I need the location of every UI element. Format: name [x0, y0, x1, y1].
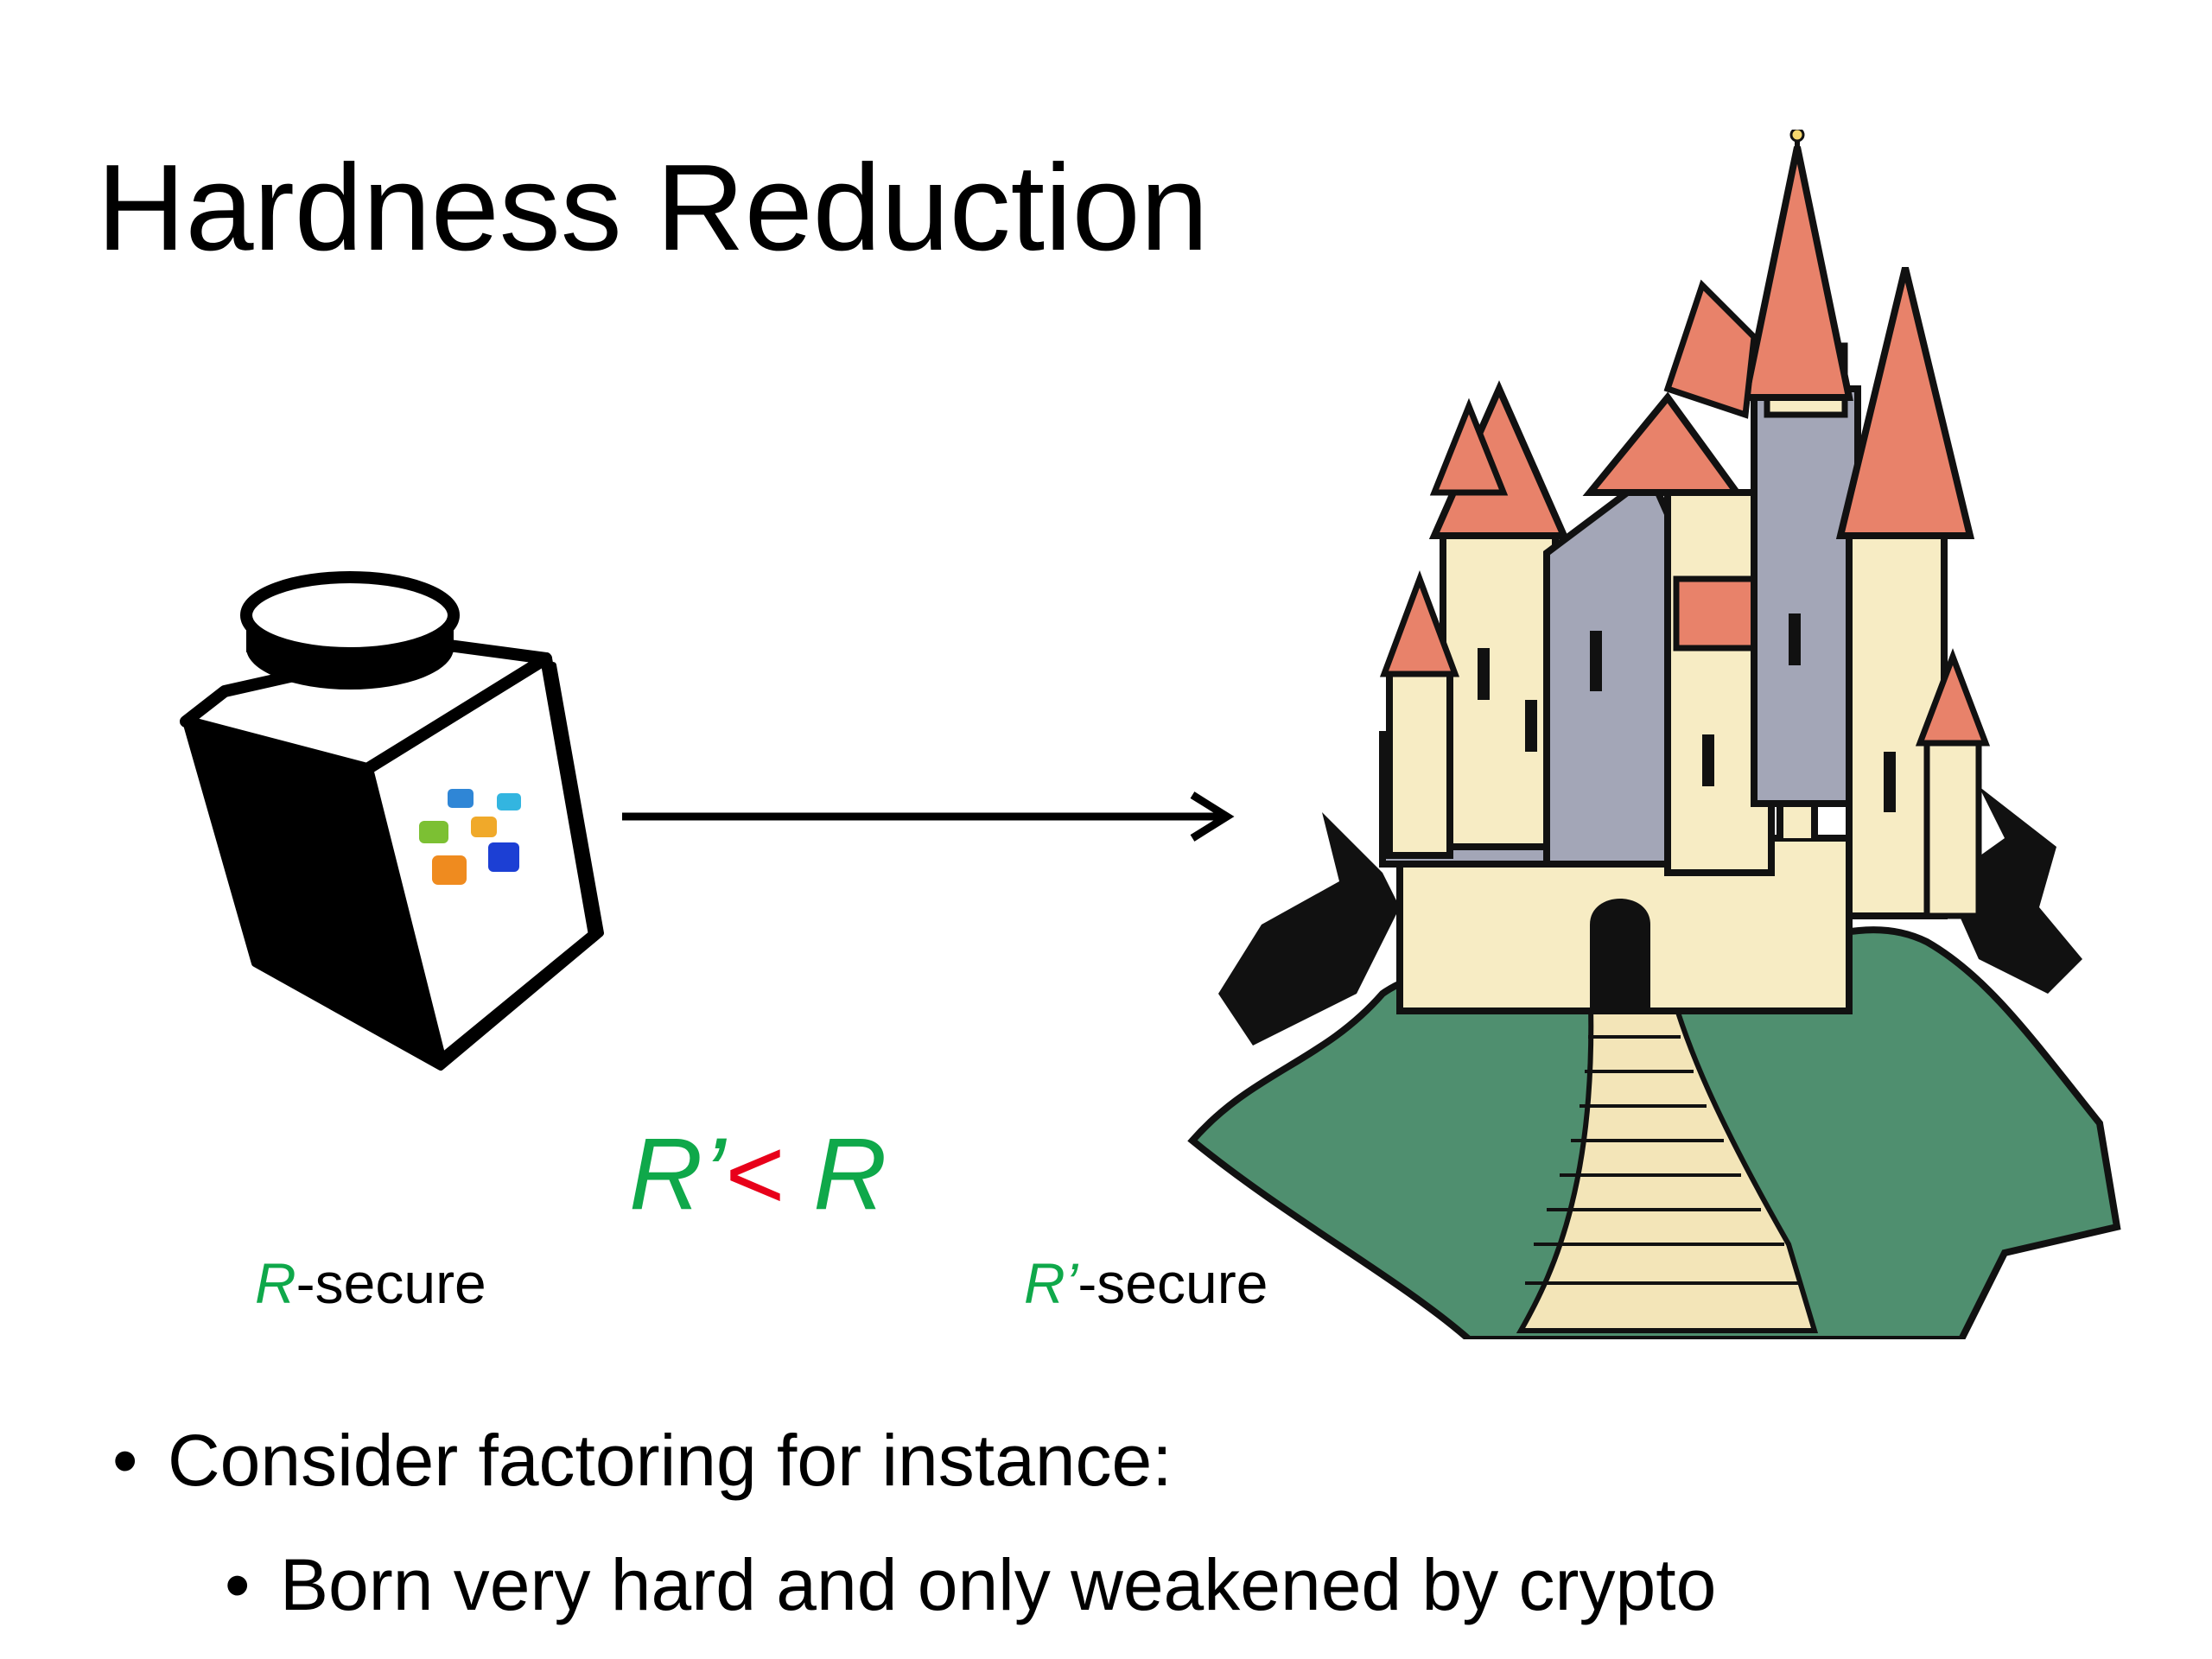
- sub-bullet-text: Born very hard and only weakened by cryp…: [280, 1544, 1717, 1625]
- right-security-label: R’-secure: [1024, 1255, 1268, 1312]
- right-security-symbol: R’: [1024, 1251, 1078, 1315]
- reduction-formula: R’< R: [629, 1123, 887, 1225]
- castle-illustration: [1187, 130, 2121, 1339]
- formula-left: R’: [629, 1117, 726, 1231]
- sub-bullet-marker: •: [225, 1544, 251, 1625]
- bullet-text: Consider factoring for instance:: [168, 1420, 1173, 1501]
- right-security-suffix: -secure: [1077, 1251, 1268, 1315]
- right-arrow-icon: [622, 791, 1235, 842]
- left-security-label: R-secure: [255, 1255, 486, 1312]
- bullet-marker: •: [112, 1420, 138, 1501]
- lego-brick-illustration: [180, 571, 604, 1071]
- left-security-symbol: R: [255, 1251, 296, 1315]
- left-security-suffix: -secure: [296, 1251, 486, 1315]
- formula-right: R: [813, 1117, 887, 1231]
- puzzle-pieces-icon: [419, 789, 521, 885]
- formula-operator: <: [725, 1117, 785, 1231]
- slide-title: Hardness Reduction: [97, 139, 1209, 276]
